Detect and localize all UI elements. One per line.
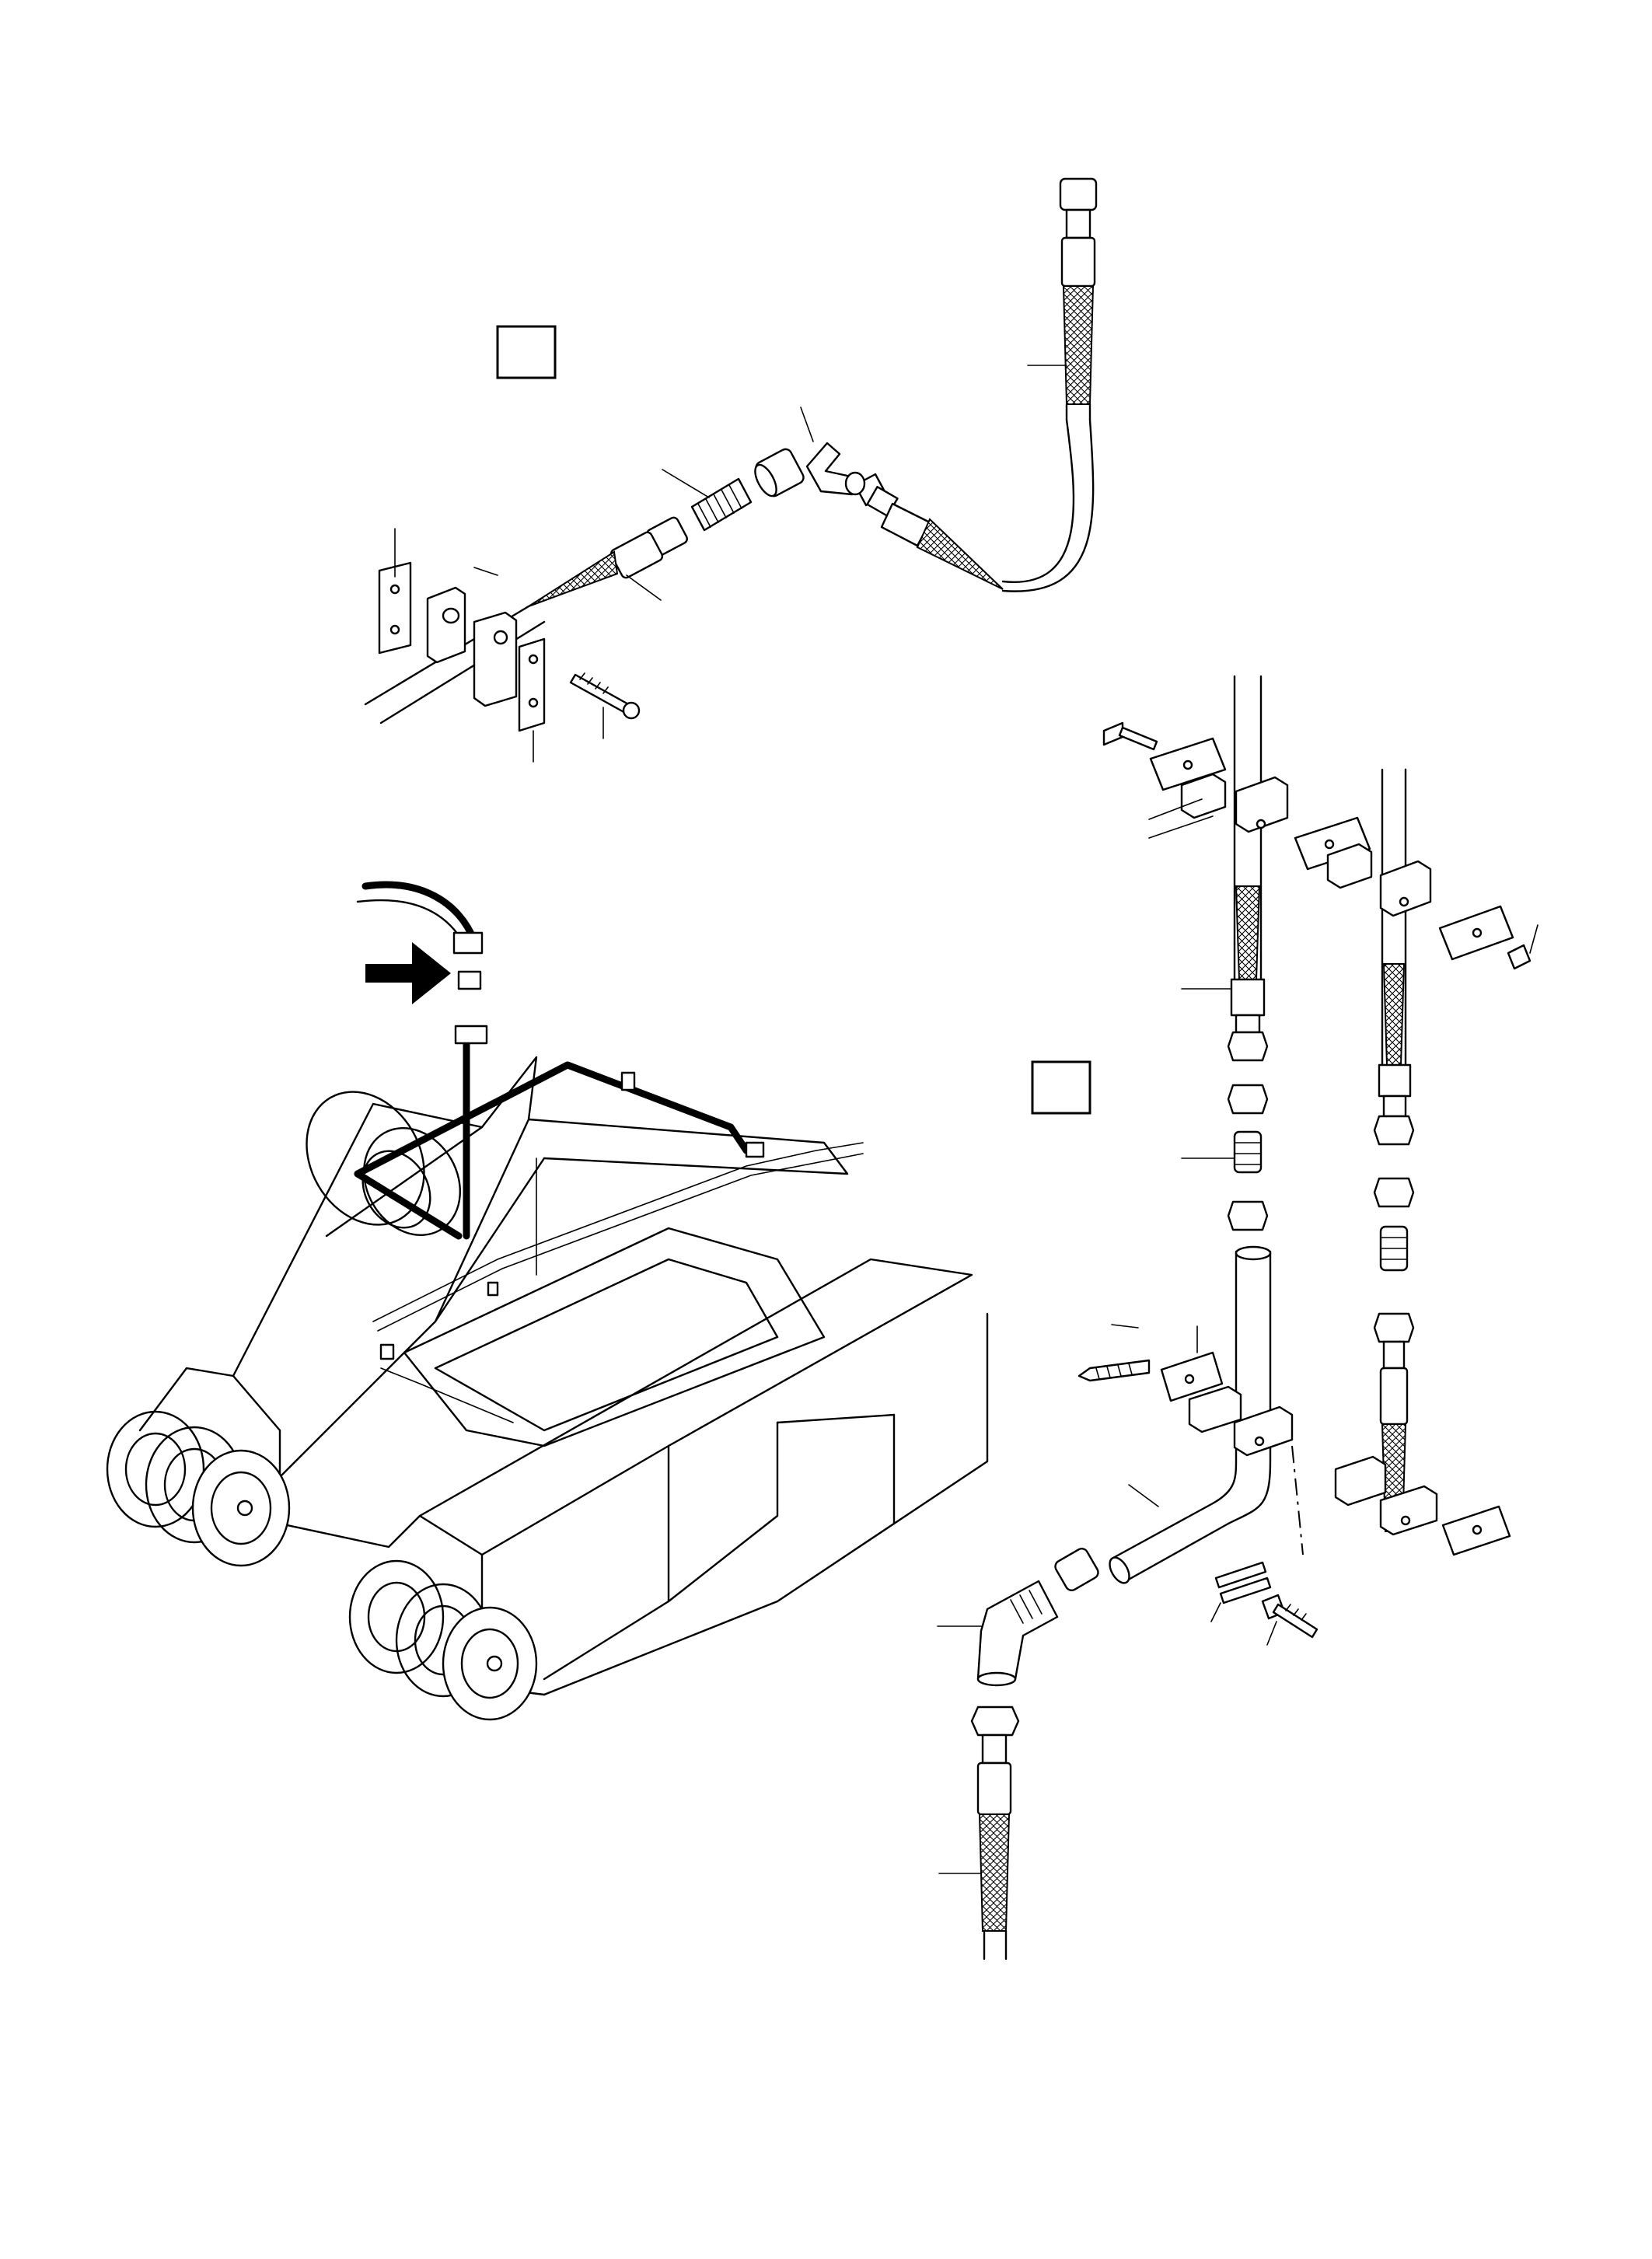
detail-view-right xyxy=(937,675,1538,1960)
hose-short-top xyxy=(854,473,1004,590)
detail-label-top xyxy=(496,325,557,379)
pipe-clamp-right-upper xyxy=(1102,675,1371,1004)
pipe-clamp-right-lower xyxy=(1077,1324,1294,1457)
detail-label-right xyxy=(1031,1060,1091,1115)
pipe-clamp-right-lower-2 xyxy=(1291,1445,1511,1556)
view-arrow-a xyxy=(365,942,451,1004)
detail-view-top xyxy=(364,177,1098,763)
machine-frame xyxy=(106,1056,989,1721)
bolt-top xyxy=(569,672,641,739)
elbow-fitting-top xyxy=(754,407,866,498)
rigid-pipe-right xyxy=(1109,1245,1272,1584)
hose-bottom-right xyxy=(938,1706,1020,1960)
pipe-clamp-top xyxy=(378,528,546,763)
clip-and-bolt-right xyxy=(1210,1561,1318,1646)
pipe-clamp-right-upper-2 xyxy=(1326,768,1538,1090)
connector-top xyxy=(662,469,753,532)
arrow-right-icon xyxy=(365,942,451,1004)
hose-end-right-left xyxy=(1181,978,1269,1231)
hydraulic-line-routing xyxy=(354,881,765,1240)
elbow-fitting-right xyxy=(937,1548,1099,1687)
hose-long-top xyxy=(1001,177,1098,592)
